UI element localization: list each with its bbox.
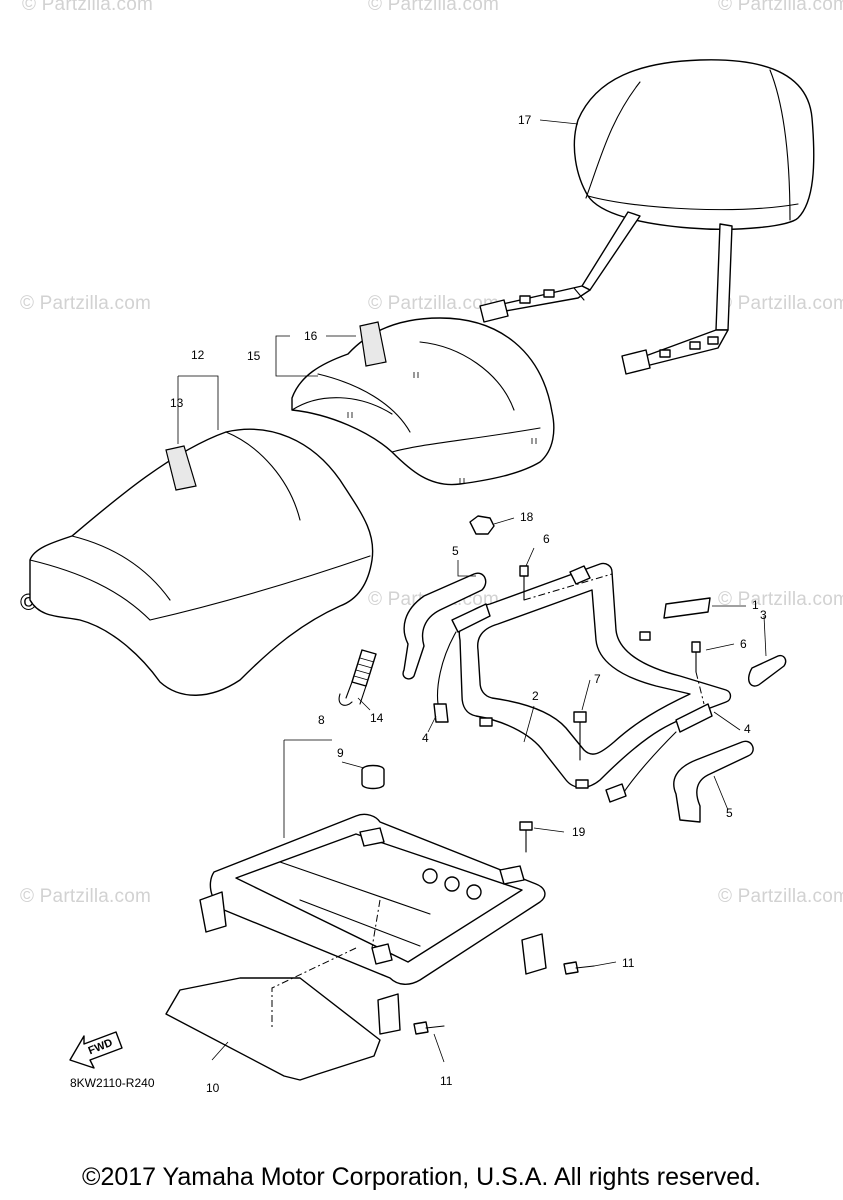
copyright-notice: ©2017 Yamaha Motor Corporation, U.S.A. A… — [82, 1163, 761, 1191]
watermark: © Partzilla.com — [718, 0, 843, 15]
callout-1: 1 — [752, 598, 759, 612]
callout-11-left: 11 — [440, 1074, 453, 1088]
callout-6-lower: 6 — [740, 637, 747, 651]
watermark: © Partzilla.com — [20, 293, 152, 314]
bolt — [413, 1021, 445, 1035]
backrest-stay — [479, 211, 733, 375]
screw — [519, 565, 529, 601]
watermark: © Partzilla.com — [718, 886, 843, 907]
fwd-arrow — [69, 1031, 123, 1069]
callout-10: 10 — [206, 1081, 220, 1095]
seat-sheet — [165, 977, 381, 1081]
callout-4-left: 4 — [422, 731, 429, 745]
callout-13: 13 — [170, 396, 184, 410]
heater-grip-left — [433, 603, 491, 723]
watermark: © Partzilla.com — [718, 293, 843, 314]
callout-11-right: 11 — [622, 956, 635, 970]
damper — [361, 764, 385, 790]
callout-14: 14 — [370, 711, 384, 725]
seat-nut — [469, 515, 495, 535]
callout-6-upper: 6 — [543, 532, 550, 546]
rider-seat — [29, 428, 374, 696]
passenger-seat — [291, 317, 555, 486]
callout-12: 12 — [191, 348, 205, 362]
backrest — [573, 59, 815, 230]
watermark: © Partzilla.com — [368, 0, 500, 15]
watermark: © Partzilla.com — [22, 0, 154, 15]
callout-2: 2 — [532, 689, 539, 703]
callout-19: 19 — [572, 825, 586, 839]
callout-16: 16 — [304, 329, 318, 343]
callout-15: 15 — [247, 349, 261, 363]
callout-9: 9 — [337, 746, 344, 760]
watermark: © Partzilla.com — [20, 886, 152, 907]
callout-7: 7 — [594, 672, 601, 686]
seat-spring — [338, 649, 377, 706]
callout-17: 17 — [518, 113, 532, 127]
callout-8: 8 — [318, 713, 325, 727]
grip-right — [748, 654, 787, 687]
heater-grip-right — [605, 703, 713, 803]
seat-base — [199, 813, 547, 1035]
callout-18: 18 — [520, 510, 534, 524]
watermark: © Partzilla.com — [718, 589, 843, 610]
bolt — [573, 711, 587, 761]
diagram-code: 8KW2110-R240 — [70, 1076, 155, 1090]
watermark: © Partzilla.com — [368, 293, 500, 314]
callout-3: 3 — [760, 608, 767, 622]
callout-4-right: 4 — [744, 722, 751, 736]
callout-5-right: 5 — [726, 806, 733, 820]
screw — [691, 641, 701, 673]
callout-5-left: 5 — [452, 544, 459, 558]
bolt — [563, 961, 595, 975]
grip-cover-right — [673, 740, 754, 823]
grip-cover-left — [402, 572, 487, 680]
bolt — [519, 821, 533, 853]
caution-label — [663, 597, 711, 619]
